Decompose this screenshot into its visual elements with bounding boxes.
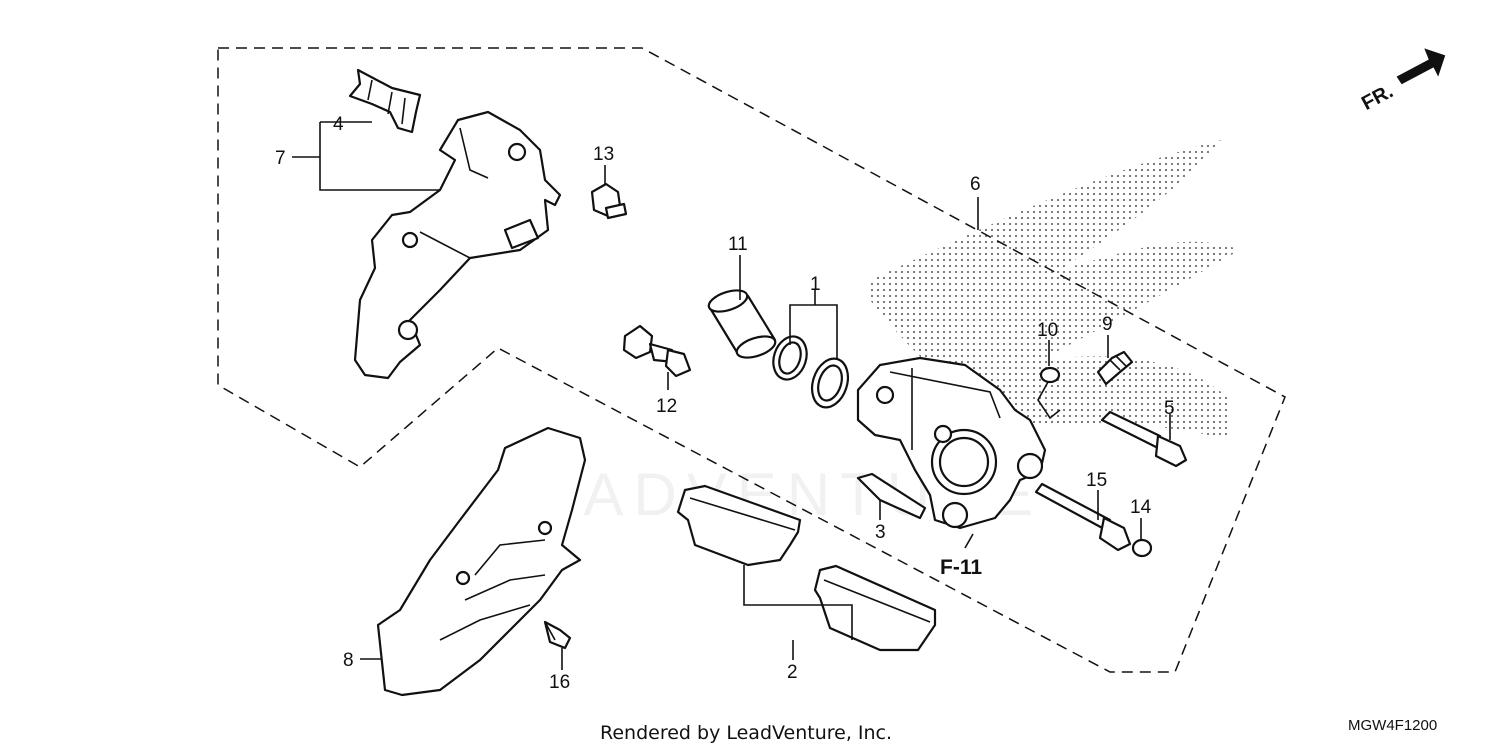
pin-plug[interactable] [1131,538,1153,558]
footer-credit: Rendered by LeadVenture, Inc. [600,722,892,744]
caliper-bracket[interactable] [353,110,562,380]
guard-bolt[interactable] [543,620,572,650]
slide-pin-bolt[interactable] [1100,410,1188,468]
cap-nut[interactable] [590,182,628,220]
diagram-code: MGW4F1200 [1348,717,1437,734]
leader-lines [292,121,1171,670]
callout-14: 14 [1130,497,1152,518]
pin-bolt[interactable] [622,324,692,378]
callout-3: 3 [875,522,886,543]
callout-13: 13 [593,144,614,165]
disc-guard[interactable] [376,426,587,697]
front-direction-label: FR. [1358,80,1397,115]
callout-7: 7 [275,148,286,169]
callout-16: 16 [549,672,570,693]
caliper-assembly-boundary [217,47,1286,673]
piston-seal-set[interactable] [768,332,854,412]
callout-15: 15 [1086,470,1107,491]
pad-pin[interactable] [1034,482,1132,552]
callout-1: 1 [810,274,821,295]
callout-4: 4 [333,114,344,135]
pad-spring[interactable] [348,68,422,134]
callout-8: 8 [343,650,354,671]
bleeder-screw[interactable] [1096,350,1134,386]
callout-5: 5 [1164,398,1175,419]
callout-10: 10 [1037,320,1058,341]
brake-pad-inner[interactable] [813,564,937,652]
caliper-piston[interactable] [706,286,778,361]
callout-9: 9 [1102,314,1113,335]
callout-12: 12 [656,396,677,417]
caliper-body[interactable] [856,356,1047,530]
figure-reference[interactable]: F-11 [940,556,982,579]
brake-pad-outer[interactable] [676,484,802,567]
callout-2: 2 [787,662,798,683]
callout-11: 11 [728,234,748,255]
front-direction-arrow-icon [1396,48,1446,85]
bleeder-cap[interactable] [1037,366,1061,420]
callout-6: 6 [970,174,981,195]
pad-retainer[interactable] [856,472,927,520]
